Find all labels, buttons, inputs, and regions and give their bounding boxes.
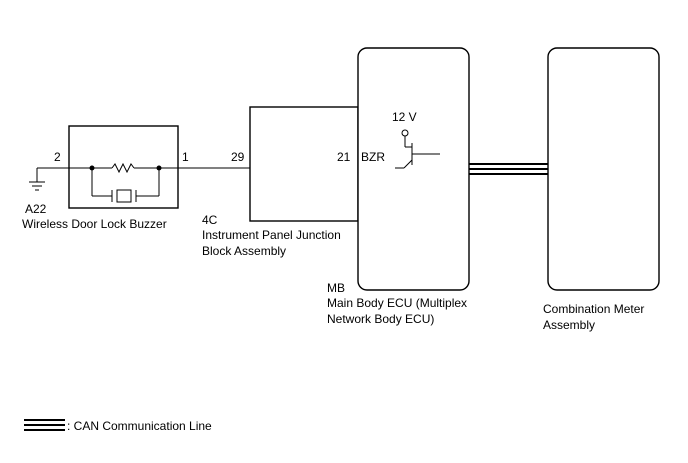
ecu-box — [357, 47, 470, 291]
legend: : CAN Communication Line — [24, 419, 212, 433]
combination-meter-box — [547, 47, 660, 291]
junction-code-label: 4C — [202, 213, 218, 227]
junction-pin-21-label: 21 — [337, 150, 351, 164]
junction-dot — [89, 165, 95, 171]
buzzer-code-label: A22 — [25, 202, 47, 216]
buzzer-pin-2-label: 2 — [54, 150, 61, 164]
ecu-name-line2: Network Body ECU) — [327, 312, 434, 326]
can-line — [469, 163, 548, 175]
buzzer-pin-1-label: 1 — [182, 150, 189, 164]
junction-name-line1: Instrument Panel Junction — [202, 228, 341, 242]
ground-icon — [29, 168, 45, 191]
junction-pin-29-label: 29 — [231, 150, 245, 164]
junction-block-box — [249, 106, 359, 222]
buzzer-box — [68, 125, 179, 209]
meter-name-line1: Combination Meter — [543, 302, 644, 316]
can-line-legend-label: : CAN Communication Line — [67, 419, 212, 433]
junction-dot — [156, 165, 162, 171]
resistor-icon — [111, 162, 135, 174]
ecu-signal-label: BZR — [361, 150, 385, 164]
ecu-name-line1: Main Body ECU (Multiplex — [327, 296, 467, 310]
transistor-icon — [395, 129, 440, 169]
ecu-code-label: MB — [327, 281, 345, 295]
piezo-element-icon — [111, 189, 137, 203]
can-line-legend-icon — [24, 419, 65, 431]
buzzer-name-label: Wireless Door Lock Buzzer — [22, 217, 167, 231]
meter-name-line2: Assembly — [543, 318, 595, 332]
junction-name-line2: Block Assembly — [202, 244, 286, 258]
ecu-supply-label: 12 V — [392, 110, 417, 124]
buzzer-internal-circuit — [69, 162, 178, 203]
